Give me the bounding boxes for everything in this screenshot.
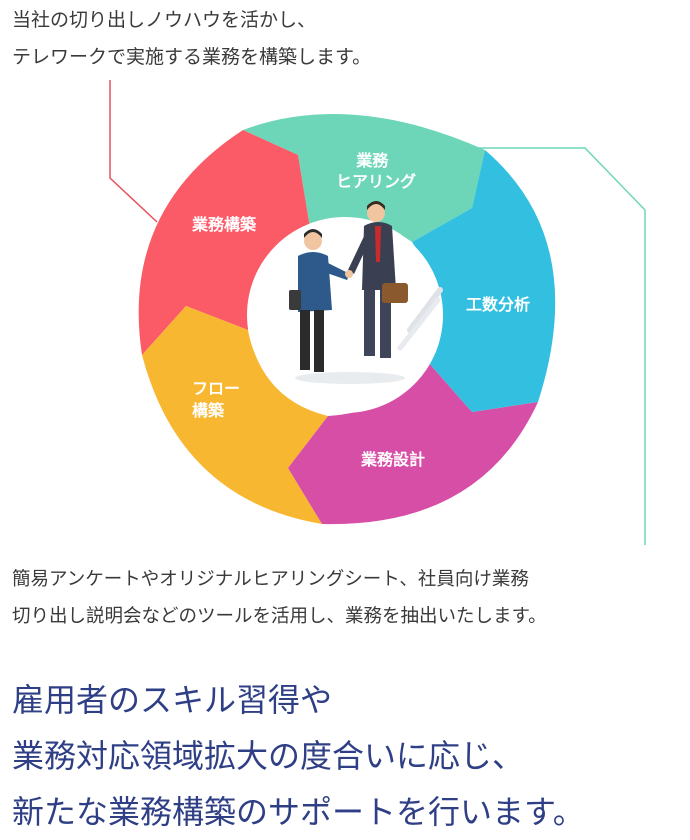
segment-build — [138, 130, 310, 355]
segment-design-label: 業務設計 — [360, 450, 425, 469]
intro-line-1: 当社の切り出しノウハウを活かし、 — [12, 9, 317, 31]
segment-build-label-line-1: 業務構築 — [191, 215, 257, 234]
headline-line-1: 雇用者のスキル習得や — [12, 681, 333, 719]
handshake-illustration — [289, 201, 443, 384]
segment-design-label-line-1: 業務設計 — [360, 450, 425, 469]
segment-flow-label-line-1: フロー — [192, 379, 240, 398]
segment-flow-label-line-2: 構築 — [192, 401, 225, 420]
segment-analysis — [412, 150, 556, 412]
segment-analysis-label-line-1: 工数分析 — [466, 295, 530, 314]
intro-line-2: テレワークで実施する業務を構築します。 — [12, 46, 372, 68]
headline: 雇用者のスキル習得や 業務対応領域拡大の度合いに応じ、 新たな業務構築のサポート… — [12, 672, 688, 840]
segment-hearing — [243, 114, 485, 242]
description-line-2: 切り出し説明会などのツールを活用し、業務を抽出いたします。 — [12, 606, 547, 627]
segment-analysis-label: 工数分析 — [466, 295, 530, 314]
description-line-1: 簡易アンケートやオリジナルヒアリングシート、社員向け業務 — [12, 569, 529, 590]
segment-hearing-label: 業務 ヒアリング — [336, 151, 416, 191]
intro-text: 当社の切り出しノウハウを活かし、 テレワークで実施する業務を構築します。 — [12, 2, 682, 76]
headline-line-2: 業務対応領域拡大の度合いに応じ、 — [12, 737, 525, 775]
segment-flow-label: フロー 構築 — [192, 379, 246, 420]
segment-hearing-label-line-1: 業務 — [355, 151, 389, 170]
description-text: 簡易アンケートやオリジナルヒアリングシート、社員向け業務 切り出し説明会などのツ… — [12, 561, 688, 635]
callout-line-left — [109, 80, 158, 223]
segment-design — [288, 362, 538, 525]
segment-flow — [142, 306, 328, 524]
segment-build-label: 業務構築 — [191, 215, 257, 234]
headline-line-3: 新たな業務構築のサポートを行います。 — [12, 793, 585, 831]
callout-line-right — [475, 147, 646, 545]
process-cycle-diagram: 業務 ヒアリング 工数分析 業務設計 フロー 構築 業務構築 — [109, 80, 646, 545]
segment-hearing-label-line-2: ヒアリング — [336, 172, 416, 191]
